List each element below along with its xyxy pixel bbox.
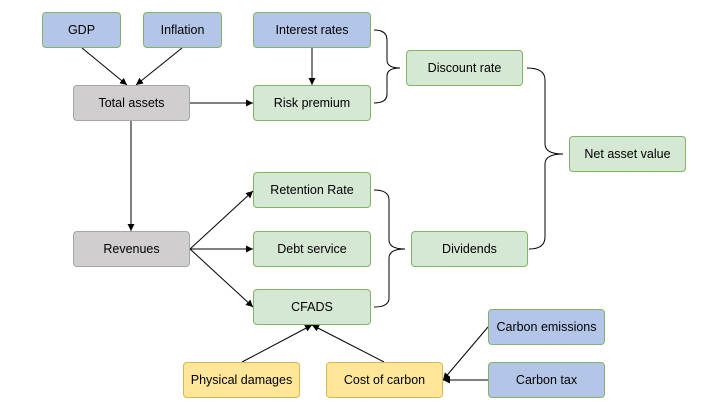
node-physical-damages: Physical damages	[183, 362, 300, 398]
node-retention-rate: Retention Rate	[253, 172, 371, 208]
node-risk-premium: Risk premium	[253, 85, 371, 121]
node-total-assets: Total assets	[73, 85, 190, 121]
brace-discount-rate	[373, 29, 401, 104]
edge-physical-damages-cfads	[241, 324, 313, 363]
edge-carbon-emissions-cost-of-carbon	[442, 326, 489, 381]
edge-gdp-total-assets	[81, 47, 128, 86]
node-inflation: Inflation	[143, 12, 222, 48]
edge-inflation-total-assets	[135, 47, 183, 86]
node-interest-rates: Interest rates	[253, 12, 371, 48]
brace-net-asset-value	[526, 67, 564, 250]
edge-cost-of-carbon-cfads	[311, 324, 385, 363]
node-net-asset-value: Net asset value	[569, 136, 686, 172]
edge-revenues-cfads	[189, 248, 254, 308]
brace-dividends	[373, 189, 406, 308]
node-cost-of-carbon: Cost of carbon	[326, 362, 443, 398]
node-dividends: Dividends	[411, 231, 528, 267]
node-discount-rate: Discount rate	[406, 50, 523, 86]
node-carbon-emissions: Carbon emissions	[488, 309, 605, 345]
edge-revenues-retention-rate	[189, 190, 254, 250]
node-gdp: GDP	[42, 12, 121, 48]
node-cfads: CFADS	[253, 289, 371, 325]
node-revenues: Revenues	[73, 231, 190, 267]
node-carbon-tax: Carbon tax	[488, 362, 605, 398]
node-debt-service: Debt service	[253, 231, 371, 267]
